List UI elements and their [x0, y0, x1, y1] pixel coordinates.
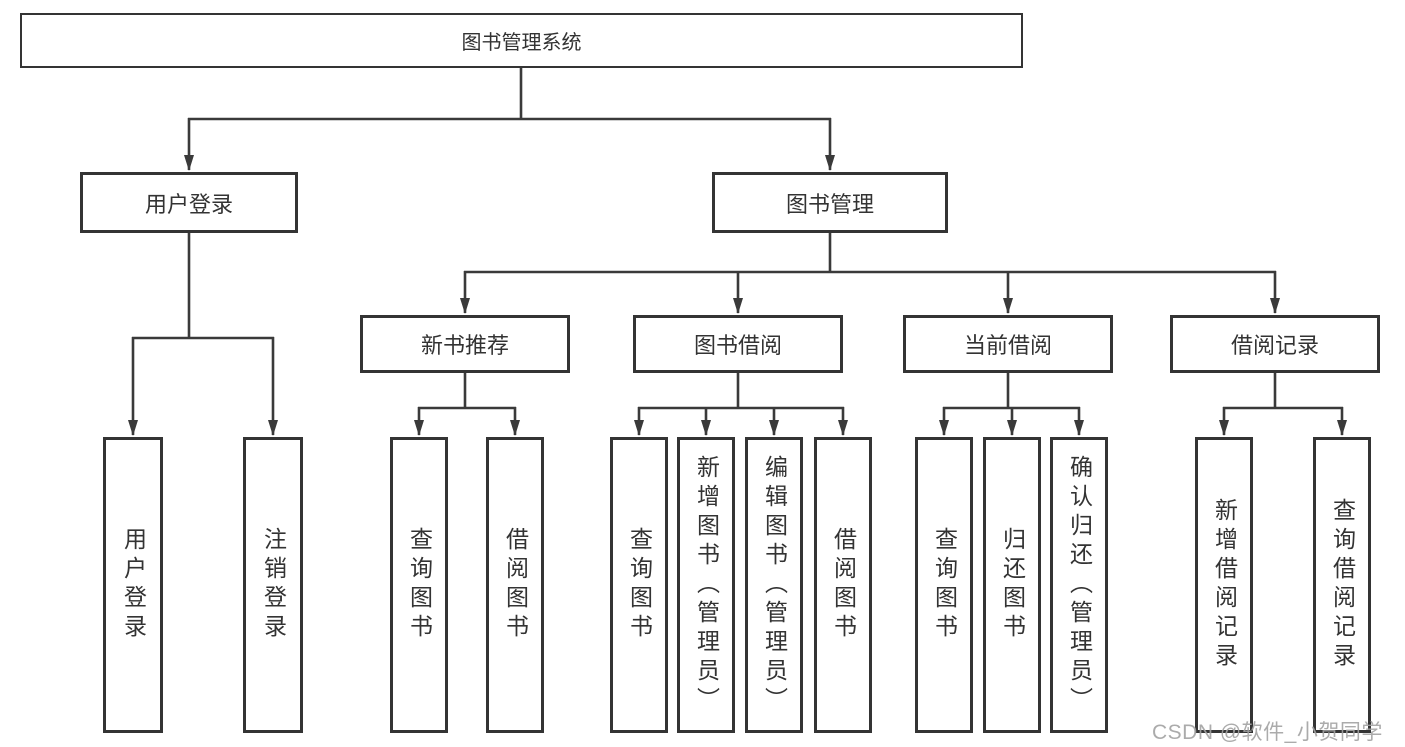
node-book-borrow: 图书借阅: [633, 315, 843, 373]
leaf-user-login: 用户登录: [103, 437, 163, 733]
node-book-borrow-label: 图书借阅: [693, 333, 782, 358]
leaf-edit-books-admin-label: 编辑图书（管理员）: [761, 454, 788, 716]
csdn-watermark: CSDN @软件_小贺同学: [1152, 721, 1383, 744]
leaf-add-borrow-record-label: 新增借阅记录: [1211, 498, 1238, 672]
leaf-confirm-return-admin-label: 确认归还（管理员）: [1066, 454, 1093, 716]
leaf-newbook-borrow-books-label: 借阅图书: [502, 527, 529, 643]
leaf-newbook-query-books: 查询图书: [390, 437, 448, 733]
leaf-return-books-label: 归还图书: [999, 527, 1026, 643]
leaf-newbook-query-books-label: 查询图书: [406, 527, 433, 643]
node-new-book-recommend: 新书推荐: [360, 315, 570, 373]
node-root: 图书管理系统: [20, 13, 1023, 68]
leaf-current-query-books: 查询图书: [915, 437, 973, 733]
node-root-label: 图书管理系统: [461, 32, 582, 54]
leaf-newbook-borrow-books: 借阅图书: [486, 437, 544, 733]
node-book-management: 图书管理: [712, 172, 948, 233]
node-borrow-records-label: 借阅记录: [1230, 333, 1319, 358]
node-current-borrow: 当前借阅: [903, 315, 1113, 373]
leaf-user-login-label: 用户登录: [120, 527, 147, 643]
node-book-management-label: 图书管理: [785, 191, 874, 217]
leaf-query-borrow-record: 查询借阅记录: [1313, 437, 1371, 733]
node-borrow-records: 借阅记录: [1170, 315, 1380, 373]
leaf-borrow-books-label: 借阅图书: [830, 527, 857, 643]
leaf-current-query-books-label: 查询图书: [931, 527, 958, 643]
leaf-borrow-query-books: 查询图书: [610, 437, 668, 733]
leaf-add-books-admin: 新增图书（管理员）: [677, 437, 735, 733]
node-new-book-recommend-label: 新书推荐: [420, 333, 509, 358]
leaf-logout-label: 注销登录: [260, 527, 287, 643]
leaf-logout: 注销登录: [243, 437, 303, 733]
node-user-login: 用户登录: [80, 172, 298, 233]
node-user-login-label: 用户登录: [144, 191, 233, 217]
leaf-edit-books-admin: 编辑图书（管理员）: [745, 437, 803, 733]
leaf-add-borrow-record: 新增借阅记录: [1195, 437, 1253, 733]
leaf-query-borrow-record-label: 查询借阅记录: [1329, 498, 1356, 672]
leaf-confirm-return-admin: 确认归还（管理员）: [1050, 437, 1108, 733]
leaf-borrow-query-books-label: 查询图书: [626, 527, 653, 643]
leaf-return-books: 归还图书: [983, 437, 1041, 733]
node-current-borrow-label: 当前借阅: [963, 333, 1052, 358]
leaf-borrow-books: 借阅图书: [814, 437, 872, 733]
leaf-add-books-admin-label: 新增图书（管理员）: [693, 454, 720, 716]
